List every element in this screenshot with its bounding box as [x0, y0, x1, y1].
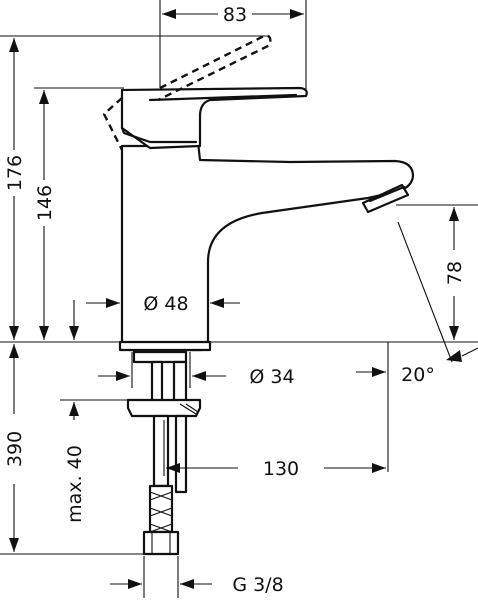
dim-mount-diameter: Ø 34 [249, 366, 294, 388]
threaded-rod-upper [172, 360, 188, 404]
dim-spout-angle: 20° [401, 364, 435, 386]
base-collar [118, 340, 212, 352]
dim-total-height: 176 [4, 155, 26, 191]
lever-side-position [102, 97, 124, 151]
dim-body-diameter: Ø 48 [143, 293, 188, 315]
dim-width-top: 83 [223, 4, 247, 26]
threaded-rod-lower [174, 414, 188, 494]
lever-open-position [157, 34, 272, 102]
aerator-ring [368, 185, 406, 203]
lever-underside [120, 126, 198, 144]
dim-thread: G 3/8 [232, 574, 283, 596]
connector-nut [142, 530, 180, 556]
faucet-spout-outline [120, 140, 415, 352]
faucet-body [102, 34, 415, 352]
mounting-hardware [126, 350, 202, 556]
dim-below-deck: 390 [4, 431, 26, 467]
dim-spout-height: 78 [444, 261, 466, 285]
dim-handle-height: 146 [34, 185, 56, 221]
dim-max-thickness: max. 40 [64, 445, 86, 523]
lever-handle [120, 86, 308, 150]
lever-edge [148, 93, 298, 102]
dim-projection: 130 [263, 458, 299, 480]
dimension-labels: 83 176 146 78 Ø 48 Ø 34 20° 390 max. 40 … [4, 4, 466, 596]
fixing-plate [126, 398, 202, 418]
aerator-outline [361, 183, 410, 214]
hose-left-upper [150, 360, 164, 404]
shank-collar [132, 350, 188, 364]
flex-hose [152, 414, 170, 488]
